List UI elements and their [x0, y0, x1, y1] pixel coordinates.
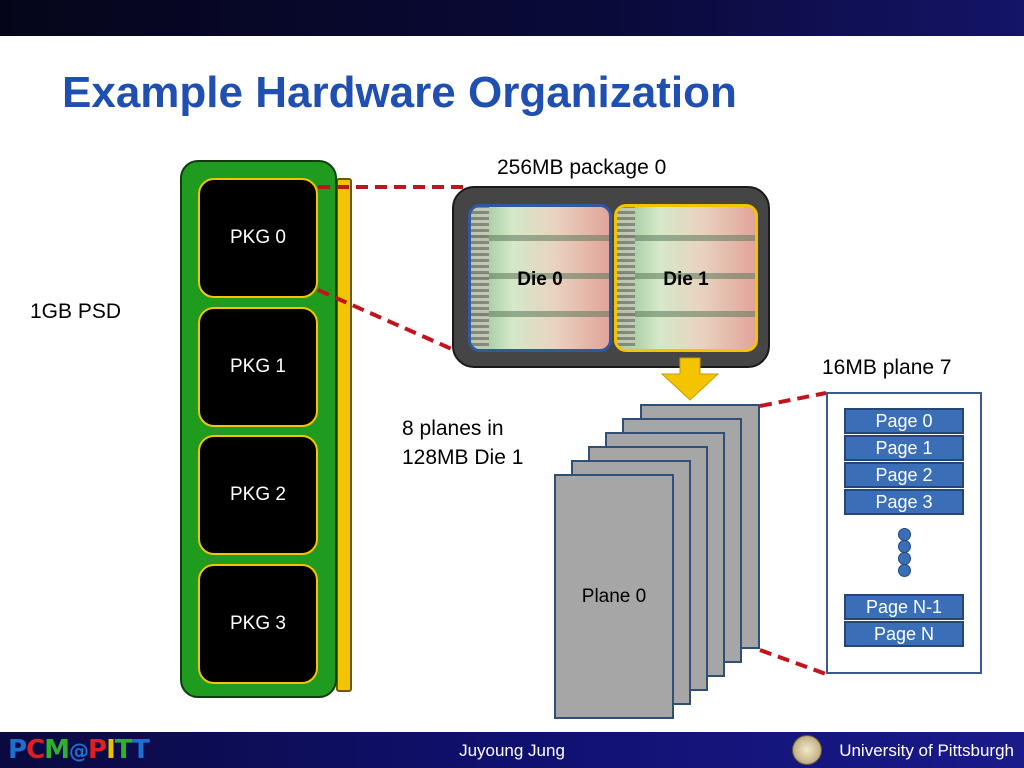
die-0: Die 0	[468, 204, 612, 352]
package-1: PKG 1	[198, 307, 318, 427]
package-2-label: PKG 2	[230, 484, 286, 505]
package-1-label: PKG 1	[230, 356, 286, 377]
plane-0-label: Plane 0	[581, 586, 647, 607]
footer-bar: PCM@PITT Juyoung Jung University of Pitt…	[0, 732, 1024, 768]
planes-label: 8 planes in 128MB Die 1	[402, 414, 523, 472]
footer-university: University of Pittsburgh	[839, 741, 1014, 760]
planes-label-line1: 8 planes in	[402, 417, 504, 440]
university-seal-icon	[792, 735, 822, 765]
footer-author: Juyoung Jung	[459, 741, 565, 760]
page-3: Page 3	[844, 489, 964, 515]
page-1: Page 1	[844, 435, 964, 461]
logo-letter: I	[106, 735, 116, 765]
package-0-label: PKG 0	[230, 227, 286, 248]
logo-letter: T	[132, 735, 150, 765]
package-3: PKG 3	[198, 564, 318, 684]
ellipsis-dot	[898, 564, 911, 577]
plane-label: 16MB plane 7	[822, 356, 952, 379]
page-2: Page 2	[844, 462, 964, 488]
logo-letter: P	[8, 735, 27, 765]
page-n-minus-1: Page N-1	[844, 594, 964, 620]
logo-letter: P	[88, 735, 107, 765]
down-arrow-icon	[660, 357, 720, 401]
slide-title: Example Hardware Organization	[62, 68, 737, 117]
die-1: Die 1	[614, 204, 758, 352]
logo-letter: @	[69, 739, 89, 763]
page-n: Page N	[844, 621, 964, 647]
logo-letter: T	[114, 735, 133, 765]
package-0: PKG 0	[198, 178, 318, 298]
pcm-pitt-logo: PCM@PITT	[8, 735, 150, 765]
logo-letter: M	[44, 735, 70, 765]
package-2: PKG 2	[198, 435, 318, 555]
die-1-label: Die 1	[663, 269, 709, 290]
die-0-label: Die 0	[517, 269, 563, 290]
top-bar	[0, 0, 1024, 36]
plane-0: Plane 0	[554, 474, 674, 719]
package-label: 256MB package 0	[497, 156, 667, 179]
page-0: Page 0	[844, 408, 964, 434]
connector-line	[759, 391, 827, 408]
psd-label: 1GB PSD	[30, 300, 122, 323]
logo-letter: C	[26, 735, 45, 765]
connector-line	[759, 648, 827, 676]
package-3-label: PKG 3	[230, 613, 286, 634]
connector-line	[317, 288, 455, 352]
psd-connector-rail	[336, 178, 352, 692]
planes-label-line2: 128MB Die 1	[402, 446, 524, 469]
